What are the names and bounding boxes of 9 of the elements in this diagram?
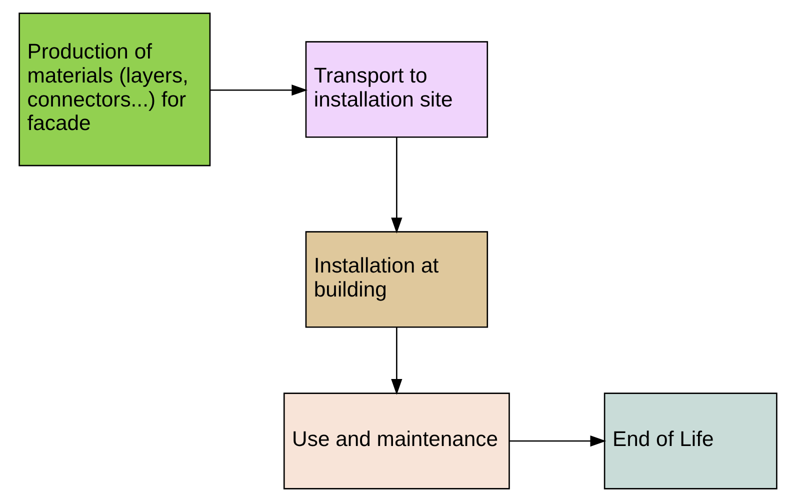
arrow [390, 328, 402, 395]
arrow [210, 84, 308, 96]
node-box: Production of materials (layers, connectors...) for facade [18, 12, 210, 166]
arrow [509, 435, 606, 447]
arrow [390, 137, 402, 234]
node-box: Installation at building [304, 231, 488, 328]
node-box: Transport to installation site [304, 41, 488, 138]
node-box: End of Life [603, 392, 777, 490]
node-box: Use and maintenance [282, 392, 510, 490]
